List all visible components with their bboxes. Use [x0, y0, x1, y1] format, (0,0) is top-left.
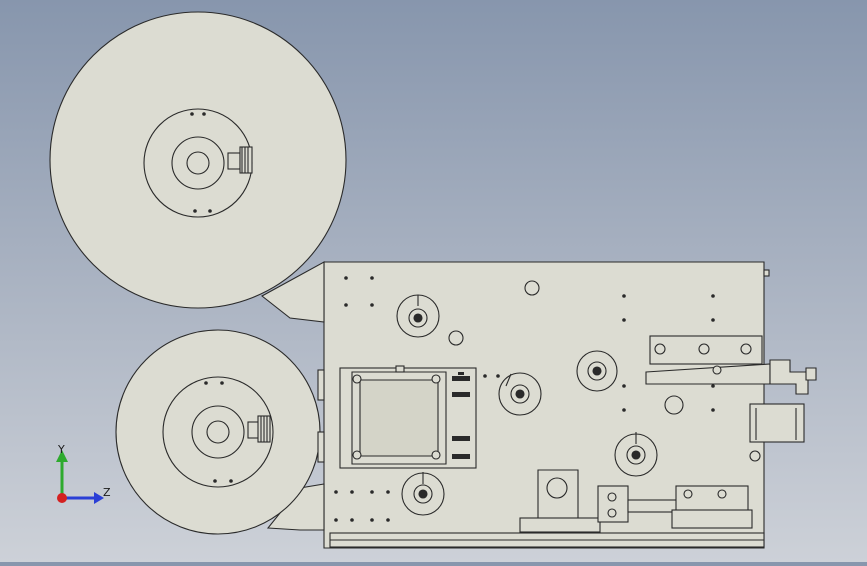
lower-roll-knob[interactable]	[247, 415, 271, 443]
roller-4[interactable]	[614, 432, 658, 477]
roller-2[interactable]	[498, 372, 542, 416]
plate-hole-small	[749, 450, 761, 462]
plate-hole-mid	[448, 330, 464, 346]
left-side-tab-lower	[317, 431, 325, 463]
plate-hole-top	[524, 280, 540, 296]
roller-3[interactable]	[576, 350, 618, 392]
upper-roll-knob[interactable]	[227, 146, 253, 174]
cylinder-mount	[671, 509, 753, 529]
coordinate-triad-icon: Y Z	[56, 443, 111, 504]
lower-roll-hub-core	[206, 420, 230, 444]
upper-roll-hub-core	[186, 151, 210, 175]
left-side-tab	[317, 369, 325, 401]
pivot-block[interactable]	[519, 469, 601, 533]
peel-plate[interactable]	[749, 403, 805, 443]
upper-hub-holes	[190, 112, 212, 213]
roller-1[interactable]	[396, 294, 440, 338]
triad-z-label: Z	[103, 486, 111, 499]
upper-roll-arm	[261, 261, 325, 323]
plate-hole-right	[664, 395, 684, 415]
roller-5[interactable]	[401, 472, 445, 516]
triad-y-label: Y	[57, 443, 65, 456]
top-right-pin	[763, 269, 770, 277]
plate-small-holes	[334, 276, 715, 522]
lower-hub-holes	[204, 381, 233, 483]
dispensing-bracket[interactable]	[645, 335, 817, 395]
motor-mount[interactable]	[339, 365, 477, 469]
